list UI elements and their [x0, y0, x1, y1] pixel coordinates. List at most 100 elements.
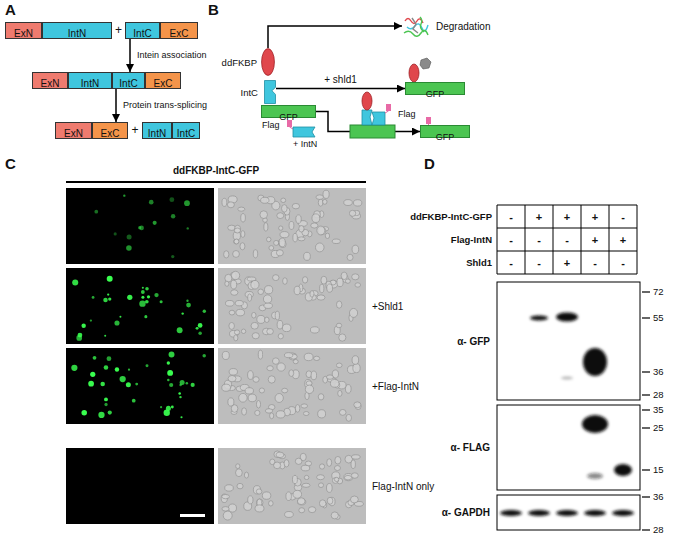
brightfield-cell — [277, 363, 285, 371]
western-blot — [584, 510, 606, 516]
brightfield-cell — [273, 275, 279, 281]
table-cell: - — [537, 233, 541, 245]
western-blot — [561, 377, 573, 380]
brightfield-cell — [252, 312, 256, 318]
exein-intein-box: IntC — [125, 22, 160, 39]
western-blot — [582, 415, 608, 433]
microscopy-image — [66, 188, 366, 524]
brightfield-cell — [225, 281, 229, 286]
protein-illustration — [287, 58, 431, 137]
brightfield-cell — [229, 310, 234, 315]
protein-fragment — [420, 17, 424, 32]
brightfield-cell — [245, 388, 253, 394]
brightfield-cell — [327, 284, 333, 292]
table-cell: + — [564, 256, 570, 268]
gfp-cell — [141, 290, 145, 294]
gfp-cell — [126, 382, 131, 387]
western-blot — [530, 316, 548, 321]
gfp-cell — [198, 332, 201, 335]
panel-letter: B — [208, 2, 219, 19]
brightfield-cell — [335, 456, 341, 464]
antibody-label: α- FLAG — [451, 442, 490, 453]
brightfield-cell — [285, 512, 294, 518]
brightfield-cell — [346, 414, 352, 421]
brightfield-cell — [302, 483, 310, 487]
brightfield-cell — [256, 400, 260, 408]
gfp-cell — [123, 194, 125, 196]
brightfield-cell — [318, 483, 323, 488]
brightfield-cell — [299, 508, 305, 513]
node-text: IntC — [177, 126, 195, 141]
brightfield-cell — [274, 240, 279, 245]
brightfield-cell — [292, 203, 299, 208]
brightfield-cell — [331, 512, 338, 519]
gfp-cell — [202, 354, 206, 358]
table-cell: + — [536, 210, 542, 222]
brightfield-cell — [235, 300, 243, 305]
gfp-cell — [196, 327, 199, 330]
brightfield-cell — [349, 308, 357, 317]
table-cell: - — [509, 233, 513, 245]
marker-size: 25 — [653, 423, 664, 433]
brightfield-cell — [264, 303, 273, 308]
brightfield-cell — [296, 215, 301, 223]
brightfield-cell — [302, 277, 307, 283]
node-text: IntN — [81, 76, 99, 91]
brightfield-cell — [269, 501, 274, 506]
table-cell: - — [621, 256, 625, 268]
brightfield-cell — [326, 484, 332, 493]
brightfield-cell — [262, 492, 271, 499]
gfp-cell — [169, 197, 174, 202]
brightfield-cell — [339, 334, 346, 341]
gfp-cell — [114, 232, 117, 235]
plus-sign: + — [115, 24, 122, 37]
brightfield-cell — [258, 289, 264, 294]
brightfield-cell — [267, 237, 271, 242]
marker-size: 72 — [653, 287, 664, 297]
brightfield-cell — [228, 504, 236, 512]
marker-size: 15 — [653, 465, 664, 475]
fluorescence-image — [66, 268, 214, 344]
brightfield-cell — [282, 324, 290, 332]
marker-size: 28 — [653, 390, 664, 400]
condition-label: +Shld1 — [372, 301, 403, 312]
brightfield-image — [218, 268, 366, 344]
table-cell: + — [592, 210, 598, 222]
brightfield-cell — [222, 507, 229, 512]
gfp-cell — [132, 399, 136, 403]
intein-c-domain: IntC — [264, 80, 276, 104]
brightfield-cell — [231, 405, 238, 413]
gfp-cell — [94, 210, 98, 214]
node-text: ExC — [101, 126, 120, 141]
gfp-cell — [160, 406, 162, 408]
table-cell: - — [509, 256, 513, 268]
brightfield-cell — [228, 375, 236, 381]
brightfield-cell — [303, 412, 309, 416]
brightfield-cell — [251, 280, 259, 289]
gfp-cell — [181, 312, 183, 314]
table-cell: + — [564, 210, 570, 222]
brightfield-cell — [260, 211, 268, 219]
brightfield-cell — [244, 472, 248, 478]
western-blot — [497, 405, 640, 490]
exein-intein-box: IntN — [42, 22, 112, 39]
gfp-cell — [186, 300, 188, 302]
brightfield-cell — [301, 404, 308, 408]
gfp-cell — [171, 255, 174, 258]
protein-illustration — [293, 127, 315, 137]
gfp-cell — [71, 365, 77, 371]
brightfield-cell — [252, 333, 259, 339]
gfp-cell — [179, 396, 181, 398]
brightfield-cell — [330, 380, 339, 388]
brightfield-cell — [242, 408, 247, 415]
brightfield-cell — [279, 238, 285, 247]
brightfield-cell — [323, 199, 327, 204]
exein-intein-box: IntN — [68, 72, 112, 89]
brightfield-cell — [277, 213, 284, 219]
brightfield-cell — [325, 233, 329, 238]
brightfield-cell — [225, 485, 234, 491]
brightfield-cell — [225, 274, 232, 282]
western-blot — [587, 473, 603, 479]
brightfield-cell — [351, 460, 355, 469]
domain-label: IntC — [241, 87, 258, 98]
